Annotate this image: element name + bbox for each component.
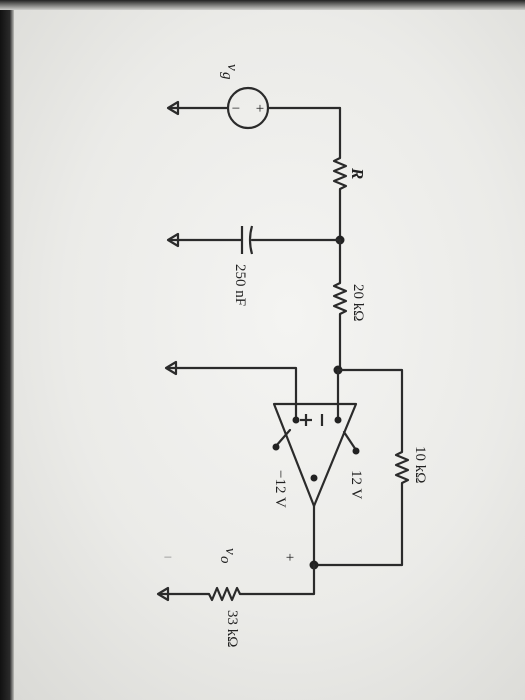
resistor-feedback-label: 10 kΩ — [412, 446, 428, 483]
resistor-20k-label: 20 kΩ — [350, 284, 366, 321]
supply-pos-pin — [352, 447, 360, 455]
resistor-load-zigzag — [208, 586, 241, 602]
resistor-r-zigzag — [332, 157, 348, 190]
svg-text:v: v — [224, 64, 240, 71]
opamp-output-pin — [310, 474, 318, 482]
svg-text:g: g — [219, 72, 235, 80]
feedback-wire-bottom — [312, 481, 404, 567]
supply-neg-pin — [272, 443, 280, 451]
capacitor: 250 nF — [166, 225, 342, 306]
cap-plate-2 — [248, 225, 254, 255]
photo-edge-top — [0, 0, 525, 10]
feedback-wire-top — [336, 368, 404, 454]
supply-pos-pin-line — [342, 430, 358, 452]
resistor-feedback-zigzag — [394, 451, 410, 484]
output-voltage-label: + v o − — [164, 548, 294, 566]
voltage-source: + − v g — [166, 64, 342, 130]
photo-edge-left — [0, 0, 14, 700]
resistor-r: R — [332, 106, 367, 242]
source-label: v g — [219, 64, 240, 80]
resistor-load: 33 kΩ — [156, 563, 316, 647]
supply-neg-pin-line — [274, 428, 292, 448]
load-ground-arrow — [156, 586, 170, 602]
output-minus-sign: − — [164, 550, 172, 566]
resistor-load-label: 33 kΩ — [224, 610, 240, 647]
output-sub: o — [217, 556, 233, 564]
supply-neg-label: −12 V — [272, 470, 288, 508]
source-plus-sign: + — [256, 101, 264, 117]
resistor-feedback: 10 kΩ — [312, 368, 428, 567]
op-amp-triangle — [272, 402, 358, 508]
resistor-r-label: R — [348, 167, 367, 179]
resistor-20k: 20 kΩ — [332, 238, 366, 372]
opamp-ground-arrow — [164, 360, 178, 376]
resistor-20k-zigzag — [332, 282, 348, 315]
op-amp: 12 V −12 V — [164, 360, 364, 508]
opamp-noninverting-pin — [292, 416, 300, 424]
output-plus-sign: + — [286, 550, 294, 566]
source-minus-sign: − — [232, 101, 240, 117]
opamp-noninverting-wire — [166, 366, 298, 422]
supply-pos-label: 12 V — [348, 470, 364, 499]
output-v: v — [222, 548, 238, 555]
load-wire-right — [238, 563, 316, 596]
cap-label: 250 nF — [232, 264, 248, 306]
cap-ground-arrow — [166, 232, 180, 248]
source-ground-arrow — [166, 100, 180, 116]
opamp-inverting-pin — [334, 416, 342, 424]
